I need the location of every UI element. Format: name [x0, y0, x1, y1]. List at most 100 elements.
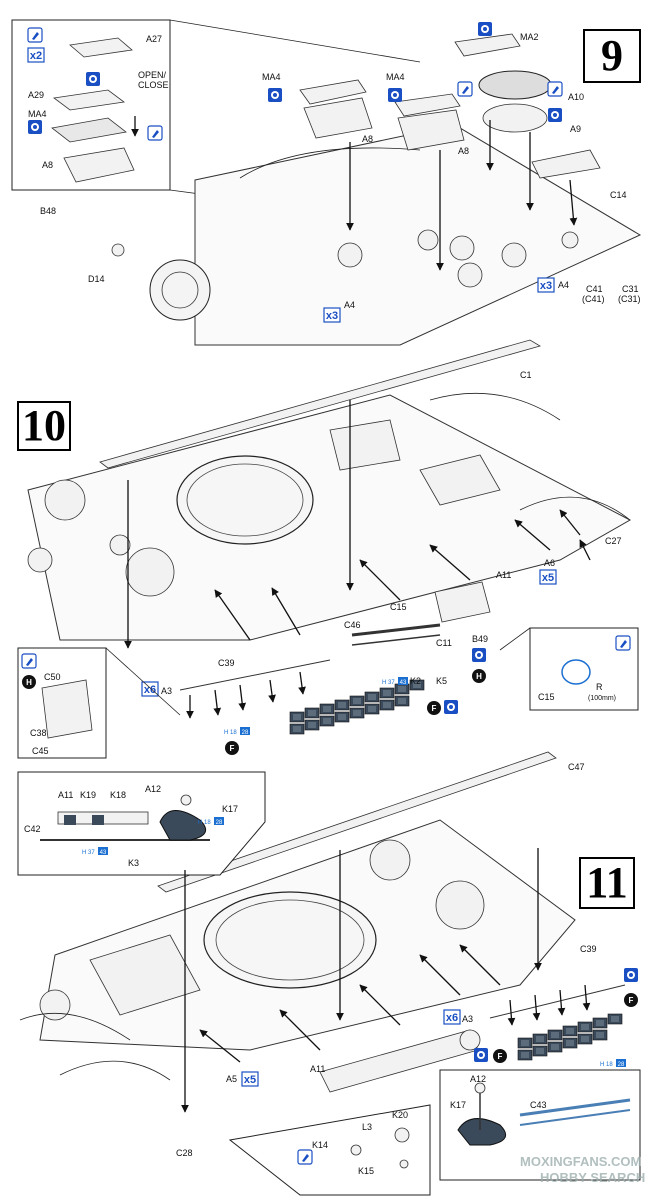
svg-text:K20: K20: [392, 1110, 408, 1120]
svg-text:C15: C15: [538, 692, 555, 702]
cement-icon: [474, 1048, 488, 1062]
cement-icon: [86, 72, 100, 86]
svg-text:D14: D14: [88, 274, 105, 284]
svg-text:H 18: H 18: [224, 730, 237, 736]
hull-top-step-10: [27, 394, 632, 641]
svg-text:C45: C45: [32, 746, 49, 756]
svg-text:A11: A11: [496, 570, 511, 580]
svg-text:C28: C28: [176, 1148, 193, 1158]
svg-text:F: F: [230, 744, 235, 753]
cement-icon: [28, 120, 42, 134]
svg-text:A12: A12: [145, 784, 161, 794]
svg-text:A27: A27: [146, 34, 162, 44]
fender-strip-c1: [99, 339, 541, 469]
step-9-box: [583, 29, 641, 83]
paint-icon: [147, 125, 163, 141]
svg-text:A8: A8: [362, 134, 373, 144]
quantity-badge: [539, 569, 557, 585]
paint-letter-circle: [472, 669, 486, 683]
step-10-box: [17, 401, 71, 451]
step-11-box: [579, 857, 635, 909]
svg-text:K5: K5: [436, 676, 447, 686]
svg-text:R: R: [596, 682, 603, 692]
grille-part: [299, 79, 367, 105]
svg-text:H: H: [26, 678, 32, 687]
paint-icon: [615, 635, 631, 651]
quantity-badge: [241, 1071, 259, 1087]
svg-text:F: F: [629, 996, 634, 1005]
svg-text:C47: C47: [568, 762, 585, 772]
svg-text:A11: A11: [58, 790, 73, 800]
mesh-screen: [478, 70, 552, 100]
svg-text:K17: K17: [222, 804, 238, 814]
track-links-step-11: [517, 1013, 623, 1061]
svg-text:K17: K17: [450, 1100, 466, 1110]
svg-text:C11: C11: [436, 638, 452, 648]
quantity-badge: [323, 307, 341, 323]
quantity-badge: [141, 681, 159, 697]
svg-text:A6: A6: [544, 558, 555, 568]
svg-text:C50: C50: [44, 672, 61, 682]
svg-text:x5: x5: [542, 572, 554, 584]
svg-text:A10: A10: [568, 92, 584, 102]
paint-letter-circle: [225, 741, 239, 755]
svg-text:43: 43: [400, 680, 407, 686]
svg-text:(C31): (C31): [618, 294, 641, 304]
quantity-badge: [443, 1009, 461, 1025]
engine-deck-part: [303, 97, 373, 139]
svg-text:F: F: [498, 1052, 503, 1061]
svg-text:C39: C39: [218, 658, 235, 668]
cement-icon: [444, 700, 458, 714]
svg-text:C14: C14: [610, 190, 627, 200]
paint-icon: [297, 1149, 313, 1165]
track-links-step-10: [289, 679, 425, 735]
svg-text:28: 28: [618, 1062, 625, 1068]
svg-text:C43: C43: [530, 1100, 547, 1110]
cement-icon: [478, 22, 492, 36]
mesh-part: [51, 117, 127, 143]
svg-text:C1: C1: [520, 370, 532, 380]
svg-text:K3: K3: [128, 858, 139, 868]
svg-text:MA4: MA4: [262, 72, 281, 82]
quantity-badge: [27, 47, 45, 63]
svg-text:A8: A8: [42, 160, 53, 170]
svg-text:H 18: H 18: [600, 1062, 613, 1068]
svg-text:x2: x2: [30, 50, 42, 62]
svg-text:A12: A12: [470, 1074, 486, 1084]
commander-cupola: [149, 259, 211, 321]
engine-deck-part: [397, 109, 465, 151]
svg-text:C38: C38: [30, 728, 47, 738]
svg-text:C39: C39: [580, 944, 597, 954]
svg-text:28: 28: [242, 730, 249, 736]
svg-text:A11: A11: [310, 1064, 325, 1074]
svg-text:(100mm): (100mm): [588, 695, 616, 702]
svg-text:H 37: H 37: [82, 850, 95, 856]
svg-text:x6: x6: [144, 684, 156, 696]
paint-icon: [547, 81, 563, 97]
svg-text:K14: K14: [312, 1140, 328, 1150]
watermark: MOXINGFANS.COM HOBBY SEARCH: [520, 1154, 645, 1185]
grille-part: [394, 93, 461, 117]
svg-text:K19: K19: [80, 790, 96, 800]
svg-text:C46: C46: [344, 620, 361, 630]
paint-icon: [27, 27, 43, 43]
svg-text:MOXINGFANS.COM: MOXINGFANS.COM: [520, 1154, 641, 1169]
quantity-badge: [537, 277, 555, 293]
paint-icon: [21, 653, 37, 669]
svg-text:B48: B48: [40, 206, 56, 216]
svg-text:H: H: [476, 672, 482, 681]
cement-icon: [548, 108, 562, 122]
svg-text:x6: x6: [446, 1012, 458, 1024]
grille-part: [69, 37, 133, 58]
svg-text:28: 28: [216, 820, 223, 826]
svg-text:H 37: H 37: [382, 680, 395, 686]
svg-text:MA4: MA4: [386, 72, 405, 82]
engine-deck-part: [63, 147, 135, 183]
cement-icon: [472, 648, 486, 662]
svg-text:C15: C15: [390, 602, 407, 612]
svg-text:x3: x3: [326, 310, 338, 322]
svg-text:A4: A4: [558, 280, 569, 290]
svg-text:A5: A5: [226, 1074, 237, 1084]
svg-text:C42: C42: [24, 824, 41, 834]
svg-text:B49: B49: [472, 634, 488, 644]
